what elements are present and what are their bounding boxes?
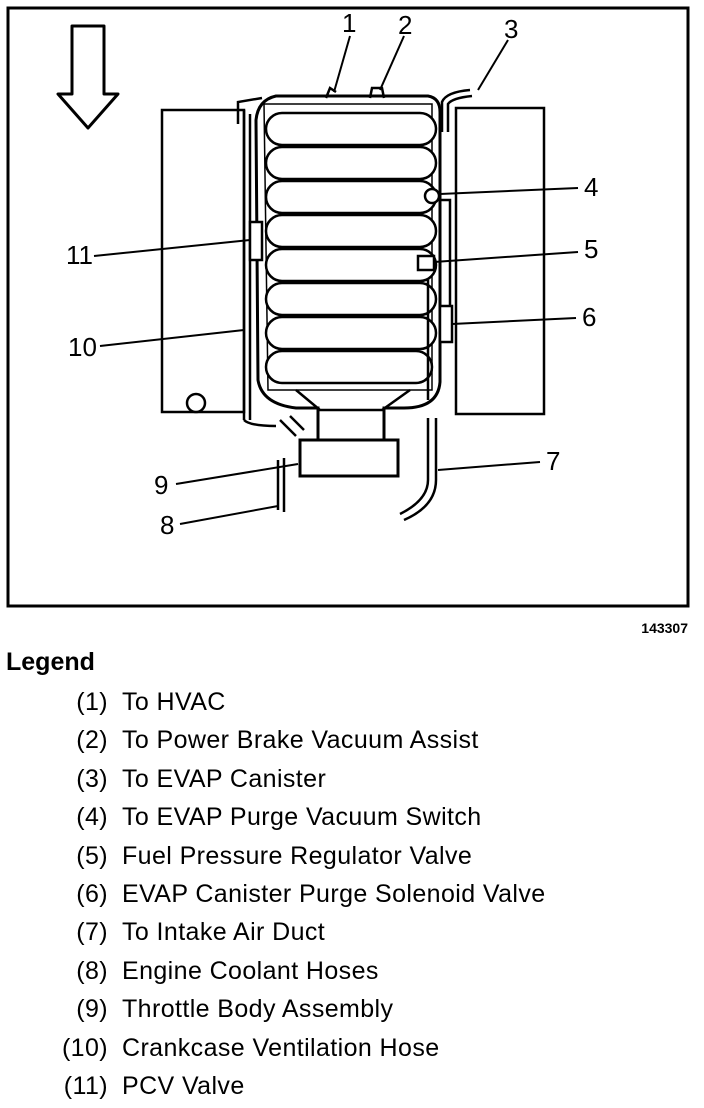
legend-number: (11)	[63, 1071, 108, 1100]
legend-label: Engine Coolant Hoses	[122, 956, 379, 985]
legend-item: (11) PCV Valve	[0, 1067, 704, 1105]
front-direction-arrow-icon	[56, 24, 120, 130]
legend-number: (9)	[76, 995, 108, 1024]
legend-label: To Intake Air Duct	[122, 918, 326, 947]
legend-label: To Power Brake Vacuum Assist	[122, 726, 479, 755]
callout-8: 8	[160, 510, 174, 540]
diagram-frame	[6, 6, 690, 608]
legend-label: Fuel Pressure Regulator Valve	[122, 841, 473, 870]
left-cylinder-head	[160, 108, 246, 414]
legend-label: PCV Valve	[122, 1071, 245, 1100]
callout-5: 5	[584, 234, 598, 264]
callout-leaders	[93, 35, 579, 525]
callout-9: 9	[154, 470, 168, 500]
legend-item: (6) EVAP Canister Purge Solenoid Valve	[0, 875, 704, 913]
legend-number: (1)	[76, 688, 108, 716]
legend-number: (8)	[76, 956, 108, 985]
legend-item: (10) Crankcase Ventilation Hose	[0, 1029, 704, 1067]
legend-item: (2) To Power Brake Vacuum Assist	[0, 721, 704, 759]
legend-number: (2)	[76, 726, 108, 755]
legend-item: (8) Engine Coolant Hoses	[0, 952, 704, 990]
legend-label: To EVAP Canister	[122, 764, 327, 793]
callout-2: 2	[398, 10, 412, 40]
callout-7: 7	[546, 446, 560, 476]
legend-item: (5) Fuel Pressure Regulator Valve	[0, 837, 704, 875]
legend-label: Crankcase Ventilation Hose	[122, 1033, 440, 1062]
legend-number: (7)	[76, 918, 108, 947]
legend-number: (6)	[76, 879, 108, 908]
evap-purge-solenoid	[438, 304, 454, 344]
vacuum-hoses	[236, 86, 473, 522]
legend-number: (10)	[61, 1033, 108, 1062]
legend-item: (7) To Intake Air Duct	[0, 913, 704, 951]
fuel-pressure-regulator	[416, 254, 436, 272]
legend-item: (1) To HVAC	[0, 683, 704, 721]
left-head-plug	[185, 392, 207, 414]
legend-item: (9) Throttle Body Assembly	[0, 990, 704, 1028]
legend-list: (1) To HVAC (2) To Power Brake Vacuum Assi…	[0, 683, 704, 1105]
callout-10: 10	[68, 332, 97, 362]
legend-number: (4)	[76, 803, 108, 832]
legend-number: (5)	[76, 841, 108, 870]
legend-label: Throttle Body Assembly	[122, 995, 394, 1024]
legend-number: (3)	[76, 764, 108, 793]
pcv-valve	[248, 220, 264, 262]
legend-label: To EVAP Purge Vacuum Switch	[122, 803, 482, 832]
callout-3: 3	[504, 14, 518, 44]
callout-6: 6	[582, 302, 596, 332]
legend-item: (3) To EVAP Canister	[0, 760, 704, 798]
legend-label: EVAP Canister Purge Solenoid Valve	[122, 879, 546, 908]
intake-runners	[264, 111, 438, 385]
legend-title: Legend	[6, 648, 95, 676]
throttle-body	[298, 438, 400, 478]
callout-4: 4	[584, 172, 598, 202]
callout-1: 1	[342, 8, 356, 38]
callout-11: 11	[66, 240, 93, 270]
figure-id: 143307	[641, 620, 688, 636]
engine-vacuum-hose-diagram: 1 2 3 4 5 6 7 8 9 10 11	[6, 6, 690, 608]
right-cylinder-head	[454, 106, 546, 416]
legend-item: (4) To EVAP Purge Vacuum Switch	[0, 798, 704, 836]
legend-label: To HVAC	[122, 688, 226, 716]
evap-purge-vacuum-switch	[423, 187, 441, 205]
